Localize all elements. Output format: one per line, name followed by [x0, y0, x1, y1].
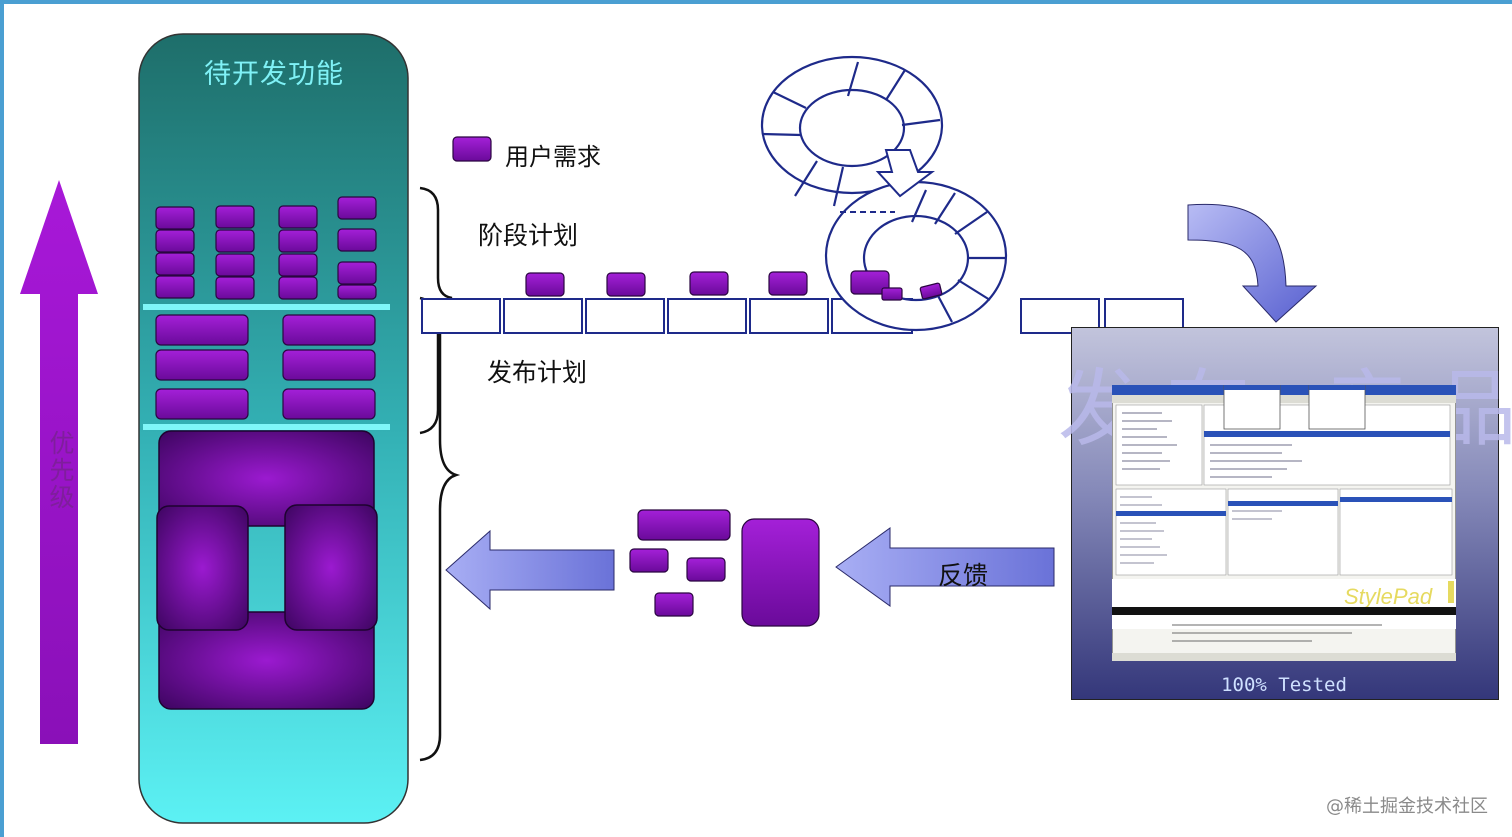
story-card: [881, 287, 903, 301]
release-curve-arrow: [1187, 203, 1318, 323]
epic-block-bottom: [158, 611, 375, 710]
watermark: @稀土掘金技术社区: [1326, 796, 1488, 817]
story-card: [525, 272, 565, 297]
timeline-stories: [525, 270, 943, 301]
story-card: [282, 314, 376, 346]
story-card: [686, 557, 726, 582]
story-card: [337, 196, 377, 220]
story-card: [155, 349, 249, 381]
phase-plan-label: 阶段计划: [478, 221, 579, 250]
epic-block-left: [156, 505, 249, 631]
story-card: [215, 253, 255, 277]
story-card: [155, 252, 195, 276]
loop-connector-arrow: [875, 149, 935, 198]
tested-label: 100% Tested: [1221, 674, 1347, 696]
iteration-box: [585, 298, 665, 334]
feedback-arrow-left: [445, 529, 615, 611]
story-card: [282, 388, 376, 420]
story-card: [155, 229, 195, 253]
story-card: [337, 261, 377, 285]
priority-label: 优先级: [46, 430, 75, 511]
window-frame-top: [0, 0, 1512, 4]
stylepad-logo: StylePad: [1344, 584, 1433, 609]
story-card: [689, 271, 729, 296]
story-card: [850, 270, 890, 295]
story-card: [337, 228, 377, 252]
iteration-box: [749, 298, 829, 334]
story-card: [155, 275, 195, 299]
story-card: [215, 229, 255, 253]
iteration-box: [503, 298, 583, 334]
product-screenshot: StylePad: [1112, 385, 1456, 661]
story-card: [215, 276, 255, 300]
priority-arrow: [20, 180, 98, 744]
epic-blocks: [156, 430, 378, 710]
story-card: [155, 314, 249, 346]
release-plan-label: 发布计划: [487, 358, 588, 387]
small-story-grid: [155, 196, 377, 300]
legend-story-swatch: [452, 136, 492, 162]
story-card: [637, 509, 731, 541]
story-card: [278, 276, 318, 300]
iteration-box: [421, 298, 501, 334]
epic-block-right: [284, 504, 378, 631]
feedback-arrow-right: [835, 527, 1055, 607]
story-card: [278, 253, 318, 277]
story-card: [741, 518, 820, 627]
feedback-label: 反馈: [938, 561, 989, 590]
story-card: [155, 388, 249, 420]
epic-block-top: [158, 430, 375, 527]
story-card: [606, 272, 646, 297]
story-card: [155, 206, 195, 230]
story-card: [215, 205, 255, 229]
iteration-box: [1020, 298, 1100, 334]
story-card: [278, 205, 318, 229]
story-card: [337, 284, 377, 300]
iteration-box: [667, 298, 747, 334]
medium-story-grid: [155, 314, 376, 420]
story-card: [654, 592, 694, 617]
feedback-stories: [629, 509, 820, 627]
backlog-title: 待开发功能: [204, 59, 344, 90]
story-card: [282, 349, 376, 381]
legend-label: 用户需求: [505, 143, 601, 171]
iteration-loop-lower: [824, 180, 1008, 332]
story-card: [629, 548, 669, 573]
window-frame-left: [0, 0, 4, 837]
story-card: [768, 271, 808, 296]
story-card: [278, 229, 318, 253]
iteration-timeline: [421, 298, 1184, 334]
story-card: [919, 282, 943, 300]
